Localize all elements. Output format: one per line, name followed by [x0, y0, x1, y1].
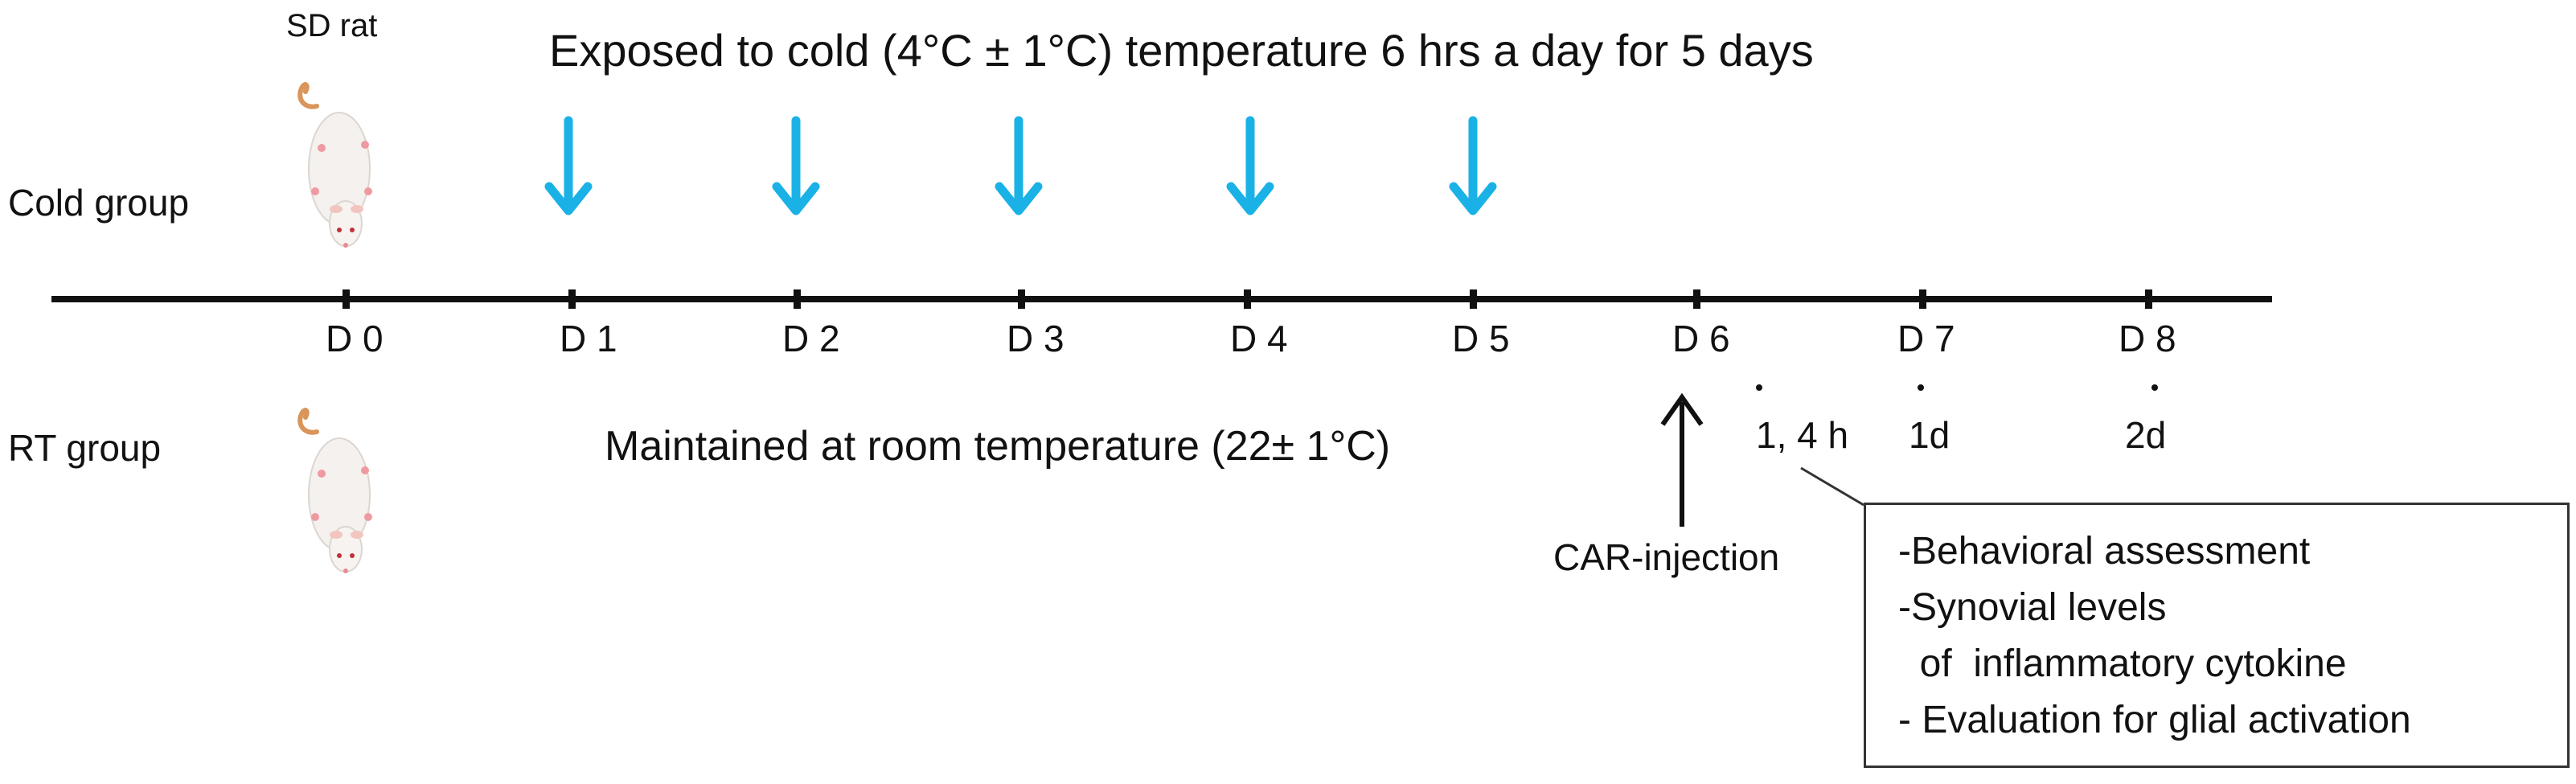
assessment-box: -Behavioral assessment -Synovial levels … — [1864, 503, 2570, 768]
day-label-d7: D 7 — [1897, 318, 1955, 359]
cold-exposure-arrow-icon — [1449, 116, 1497, 215]
tick-d1 — [568, 289, 576, 309]
tick-d3 — [1018, 289, 1025, 309]
timepoint-dot-1-4h — [1756, 384, 1762, 391]
day-label-d3: D 3 — [1007, 318, 1064, 359]
assessment-line: of inflammatory cytokine — [1898, 642, 2347, 685]
day-label-d2: D 2 — [782, 318, 840, 359]
rt-maintained-title: Maintained at room temperature (22± 1°C) — [605, 423, 1391, 470]
tick-d4 — [1244, 289, 1251, 309]
cold-exposure-arrow-icon — [995, 116, 1043, 215]
rt-group-label: RT group — [8, 427, 162, 469]
tick-d0 — [343, 289, 350, 309]
assessment-line: -Behavioral assessment — [1898, 530, 2311, 573]
timepoint-dot-1d — [1918, 384, 1924, 391]
timepoint-label-1-4h: 1, 4 h — [1756, 414, 1849, 456]
cold-exposure-arrow-icon — [1226, 116, 1274, 215]
rat-icon — [297, 408, 372, 573]
assessment-line: -Synovial levels — [1898, 586, 2167, 629]
tick-d5 — [1470, 289, 1477, 309]
cold-group-label: Cold group — [8, 182, 190, 224]
injection-arrow-icon — [1660, 392, 1704, 527]
cold-exposure-arrow-icon — [544, 116, 593, 215]
tick-d8 — [2145, 289, 2152, 309]
tick-d2 — [794, 289, 801, 309]
timepoint-label-2d: 2d — [2125, 414, 2167, 456]
day-label-d6: D 6 — [1672, 318, 1730, 359]
day-label-d0: D 0 — [326, 318, 384, 359]
car-injection-label: CAR-injection — [1553, 536, 1780, 578]
rat-icon — [297, 82, 372, 248]
cold-exposure-arrow-icon — [772, 116, 820, 215]
assessment-line: - Evaluation for glial activation — [1898, 699, 2411, 741]
sd-rat-label: SD rat — [286, 8, 378, 43]
timepoint-dot-2d — [2151, 384, 2158, 391]
day-label-d4: D 4 — [1230, 318, 1288, 359]
timepoint-label-1d: 1d — [1909, 414, 1950, 456]
day-label-d5: D 5 — [1452, 318, 1510, 359]
day-label-d8: D 8 — [2119, 318, 2176, 359]
tick-d7 — [1919, 289, 1926, 309]
cold-exposure-title: Exposed to cold (4°C ± 1°C) temperature … — [549, 25, 1814, 76]
day-label-d1: D 1 — [560, 318, 617, 359]
assessment-connector — [1800, 466, 1864, 507]
timeline-ticks — [343, 289, 2152, 309]
tick-d6 — [1693, 289, 1700, 309]
cold-exposure-arrows — [544, 116, 1497, 215]
